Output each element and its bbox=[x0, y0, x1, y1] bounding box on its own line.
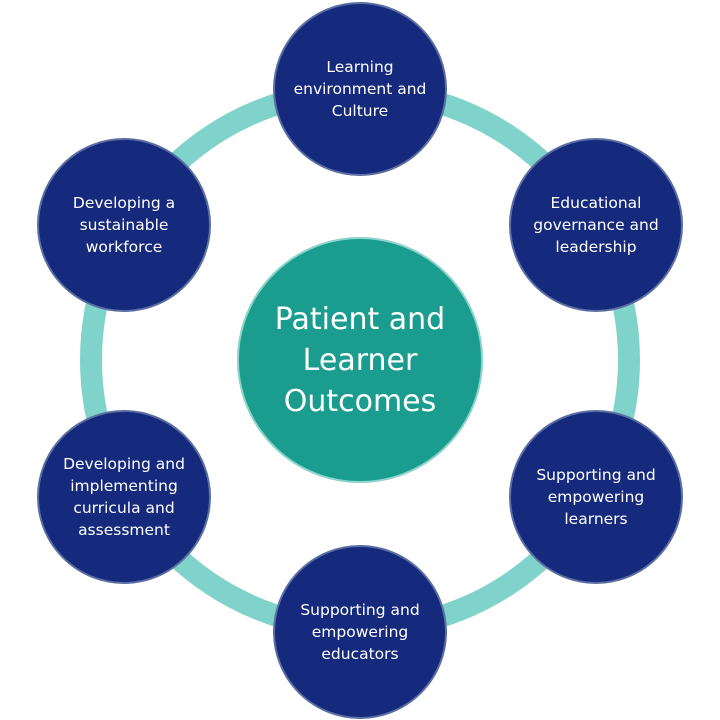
center-label: Patient and Learner Outcomes bbox=[274, 301, 446, 419]
node-label: Developing a sustainable workforce bbox=[72, 194, 176, 256]
node-supporting-learners: Supporting and empowering learners bbox=[509, 410, 683, 584]
node-learning-environment: Learning environment and Culture bbox=[273, 2, 447, 176]
node-educational-governance: Educational governance and leadership bbox=[509, 138, 683, 312]
node-label: Supporting and empowering educators bbox=[300, 601, 420, 663]
node-label: Learning environment and Culture bbox=[293, 58, 427, 120]
center-circle: Patient and Learner Outcomes bbox=[237, 237, 483, 483]
node-label: Supporting and empowering learners bbox=[536, 466, 656, 528]
node-sustainable-workforce: Developing a sustainable workforce bbox=[37, 138, 211, 312]
node-curricula-assessment: Developing and implementing curricula an… bbox=[37, 410, 211, 584]
node-supporting-educators: Supporting and empowering educators bbox=[273, 545, 447, 719]
node-label: Educational governance and leadership bbox=[533, 194, 659, 256]
node-label: Developing and implementing curricula an… bbox=[63, 455, 185, 539]
